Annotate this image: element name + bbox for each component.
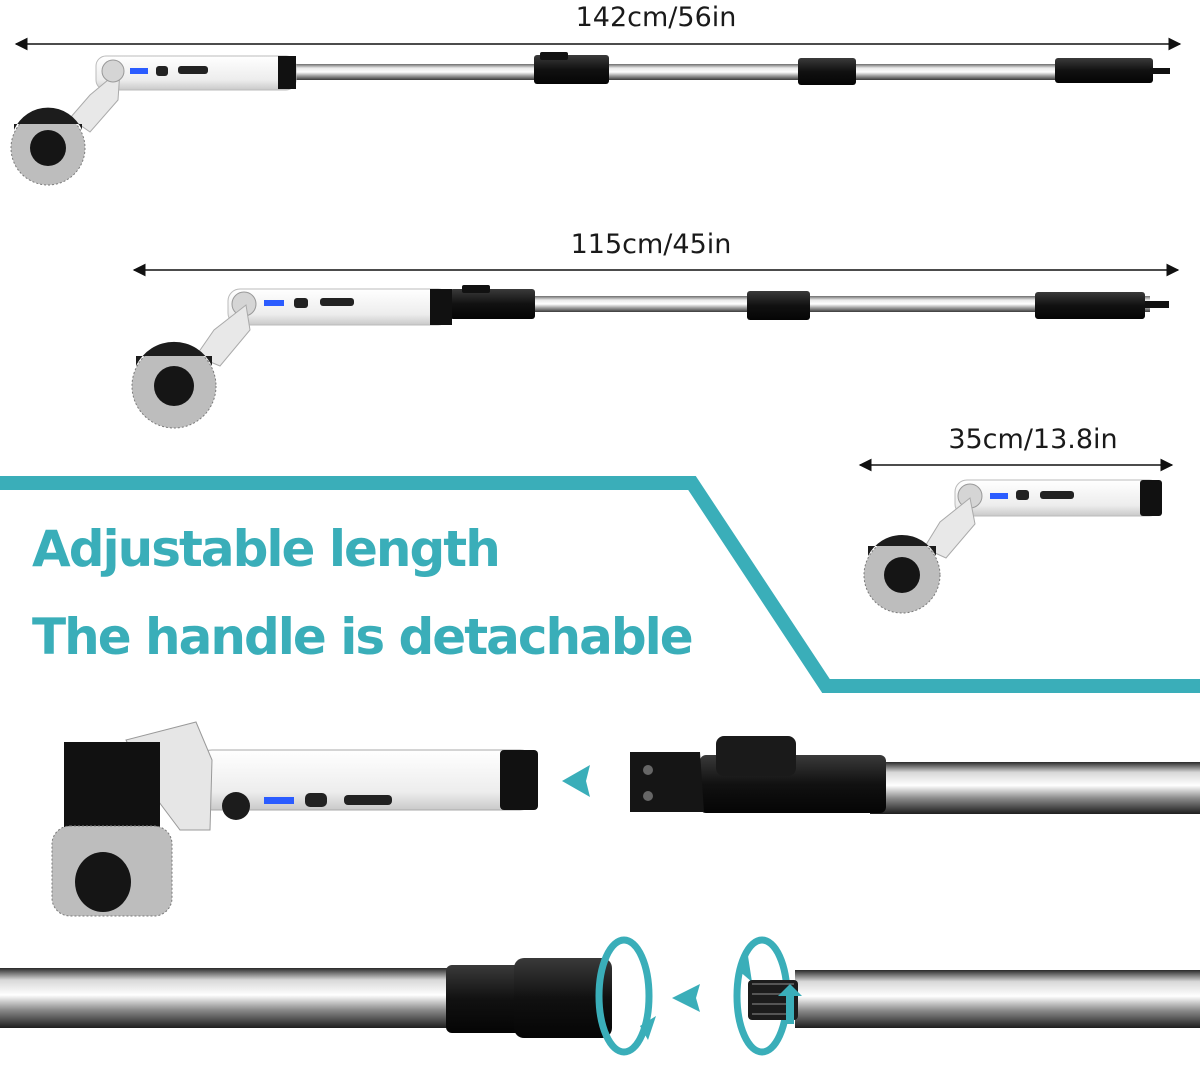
- rotate-arrow-icon: [778, 984, 802, 1024]
- round-bristle-brush-icon: [863, 534, 941, 614]
- detached-handle-head: [51, 721, 538, 917]
- teal-banner-outline: [0, 476, 1200, 693]
- dimension-label-medium: 115cm/45in: [571, 229, 732, 260]
- round-bristle-brush-icon: [131, 341, 217, 429]
- headline-adjustable-length: Adjustable length: [32, 520, 499, 578]
- round-bristle-brush-icon: [51, 825, 173, 917]
- tool-short-length: [863, 479, 1162, 614]
- twist-pole-left: [0, 958, 612, 1038]
- tool-medium-length: [131, 285, 1169, 429]
- insert-arrow-icon: [562, 765, 590, 797]
- dimension-label-short: 35cm/13.8in: [948, 424, 1117, 455]
- headline-detachable-handle: The handle is detachable: [32, 608, 692, 666]
- round-bristle-brush-icon: [10, 107, 86, 186]
- dimension-label-full: 142cm/56in: [576, 2, 737, 33]
- detached-extension-pole: [630, 736, 1200, 814]
- twist-pole-right: [748, 970, 1200, 1028]
- tool-full-length: [10, 52, 1170, 186]
- rotate-arrow-icon: [595, 936, 656, 1056]
- insert-arrow-icon: [672, 984, 700, 1012]
